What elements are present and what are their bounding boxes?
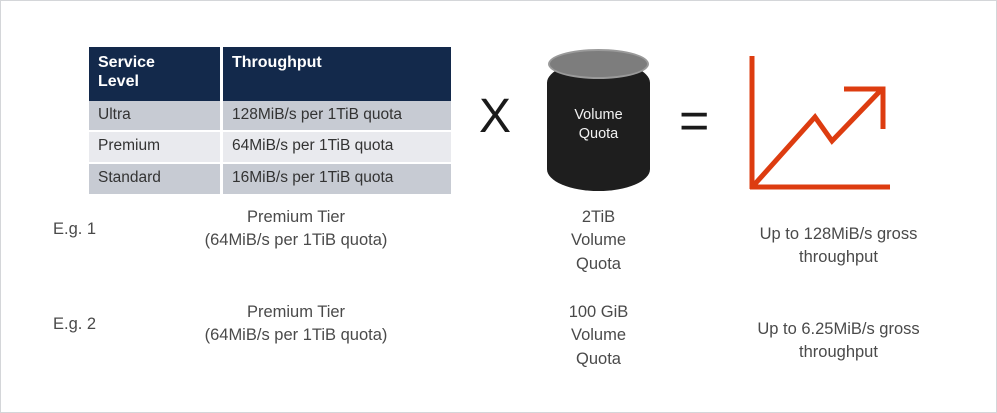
example-2-tier-line1: Premium Tier [246,303,346,321]
table-row: Ultra 128MiB/s per 1TiB quota [89,100,451,133]
equals-operator-icon: = [679,92,710,150]
example-1-result-line2: throughput [799,248,878,267]
cylinder-label-line1: Volume [574,107,623,123]
table-header-row: Service Level Throughput [89,47,451,101]
chart-arrow-head-icon [844,86,886,129]
example-2-volume-line1: 100 GiB [568,303,629,321]
table-row: Standard 16MiB/s per 1TiB quota [89,162,451,194]
table-cell-level: Ultra [89,100,223,133]
table-header-service-level-line1: Service [98,54,155,71]
cylinder-top-ellipse [548,49,649,79]
table-cell-throughput: 128MiB/s per 1TiB quota [221,100,451,133]
example-2-tier: Premium Tier (64MiB/s per 1TiB quota) [141,301,451,348]
table-cell-level: Premium [89,131,223,164]
table-row: Premium 64MiB/s per 1TiB quota [89,131,451,164]
volume-quota-cylinder-icon: Volume Quota [547,49,650,191]
table-cell-level: Standard [89,162,223,194]
example-2-volume-line2: Volume [570,326,627,345]
example-2-volume: 100 GiB Volume Quota [521,301,676,371]
example-1-result-line1: Up to 128MiB/s gross [759,225,918,243]
example-1-result: Up to 128MiB/s gross throughput [701,223,976,270]
table-cell-throughput: 64MiB/s per 1TiB quota [221,131,451,164]
multiply-operator-icon: X [479,90,512,143]
example-2-tier-line2: (64MiB/s per 1TiB quota) [204,326,388,345]
table-cell-throughput: 16MiB/s per 1TiB quota [221,162,451,194]
example-1-tier: Premium Tier (64MiB/s per 1TiB quota) [141,206,451,253]
throughput-growth-chart-icon [739,49,899,197]
example-1-label: E.g. 1 [53,220,97,238]
example-1-volume-line3: Quota [576,254,621,273]
example-1-volume-line1: 2TiB [581,208,616,226]
example-1-volume: 2TiB Volume Quota [521,206,676,276]
cylinder-label: Volume Quota [547,106,650,144]
cylinder-body [547,61,650,191]
example-2-result-line1: Up to 6.25MiB/s gross [757,320,920,338]
table-header-throughput: Throughput [221,47,451,101]
example-1-volume-line2: Volume [570,231,627,250]
example-2-result-line2: throughput [799,343,878,362]
example-2-volume-line3: Quota [576,349,621,368]
table-header-service-level: Service Level [89,47,223,101]
chart-data-line [752,87,884,187]
cylinder-label-line2: Quota [578,126,619,143]
service-level-table: Service Level Throughput Ultra 128MiB/s … [89,47,451,194]
example-1-tier-line2: (64MiB/s per 1TiB quota) [204,231,388,250]
example-2-label: E.g. 2 [53,315,97,333]
growth-chart-svg [749,56,890,190]
example-1-tier-line1: Premium Tier [246,208,346,226]
table-header-service-level-line2: Level [98,72,139,90]
example-2-result: Up to 6.25MiB/s gross throughput [701,318,976,365]
